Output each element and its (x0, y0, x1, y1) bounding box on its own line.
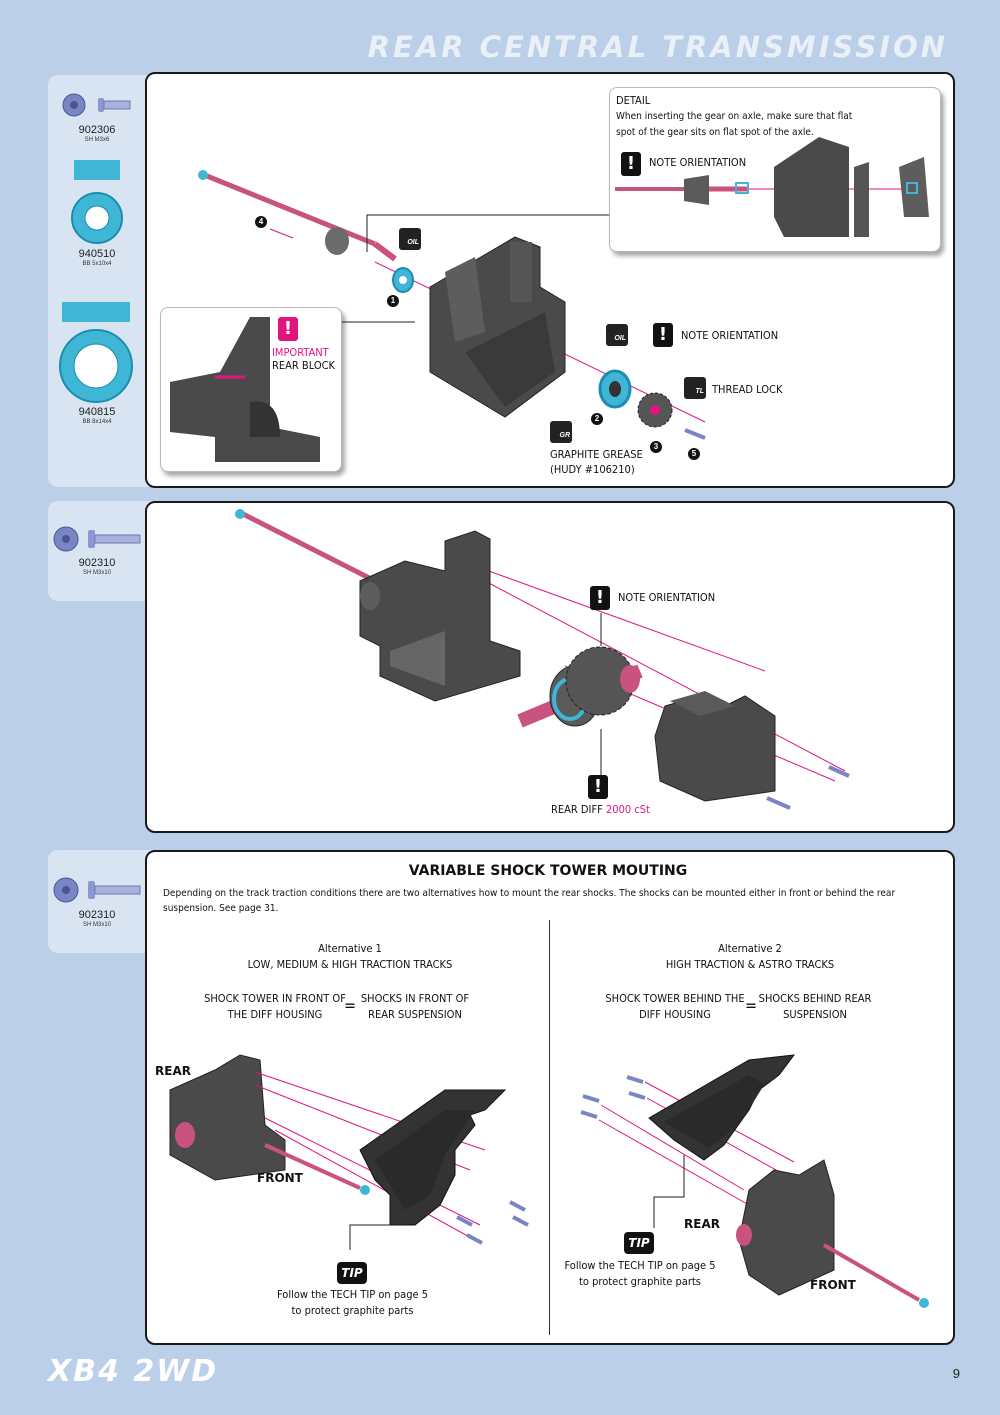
important-label: IMPORTANT (272, 346, 329, 359)
screw-icon (53, 877, 141, 903)
exclamation-icon: ! (590, 586, 610, 610)
step-number: 4 (255, 216, 267, 228)
thread-lock-label: THREAD LOCK (712, 383, 783, 396)
equals-sign: = (744, 996, 758, 1015)
rear-label: REAR (684, 1217, 720, 1231)
page-title: REAR CENTRAL TRANSMISSION (367, 30, 948, 64)
parts-tab-step1 (48, 75, 158, 487)
shock-position: SUSPENSION (783, 1008, 847, 1021)
alternative-tracks: HIGH TRACTION & ASTRO TRACKS (665, 958, 835, 971)
tip-icon: TIP (337, 1262, 367, 1284)
rear-diff-label: REAR DIFF 2000 cSt (551, 803, 650, 816)
exclamation-icon: ! (621, 152, 641, 176)
note-orientation-label: NOTE ORIENTATION (681, 329, 779, 342)
shock-position: SHOCKS BEHIND REAR (758, 992, 872, 1005)
shock-position: REAR SUSPENSION (368, 1008, 462, 1021)
detail-text: spot of the gear sits on flat spot of th… (616, 127, 814, 138)
rear-block-label: REAR BLOCK (272, 359, 336, 372)
tip-text: to protect graphite parts (579, 1275, 701, 1288)
section-description: Depending on the track traction conditio… (163, 888, 896, 914)
bearing-icon (71, 160, 123, 244)
oil-icon: OIL (606, 324, 628, 346)
rear-diff-assembly-illustration (235, 509, 850, 810)
alt1-assembly-illustration (169, 1054, 529, 1250)
rear-block-assembly-illustration (198, 170, 706, 440)
detail-title: DETAIL (616, 94, 651, 107)
note-orientation-label: NOTE ORIENTATION (649, 156, 747, 169)
detail-gear-illustration (615, 137, 929, 237)
exclamation-icon: ! (653, 323, 673, 347)
shock-tower-position: SHOCK TOWER IN FRONT OF (204, 992, 346, 1005)
note-orientation-label: NOTE ORIENTATION (618, 591, 716, 604)
screw-icon (53, 526, 141, 552)
alternative-label: Alternative 1 (318, 942, 382, 955)
step-number: 1 (387, 295, 399, 307)
tip-text: to protect graphite parts (291, 1304, 414, 1317)
alternative-label: Alternative 2 (718, 942, 782, 955)
important-icon: ! (278, 317, 298, 341)
shock-tower-position: THE DIFF HOUSING (227, 1008, 323, 1021)
front-label: FRONT (257, 1171, 303, 1185)
alternative-tracks: LOW, MEDIUM & HIGH TRACTION TRACKS (247, 958, 453, 971)
graphite-grease-label: GRAPHITE GREASE (550, 448, 643, 461)
detail-text: When inserting the gear on axle, make su… (616, 111, 853, 122)
bearing-icon (59, 302, 133, 403)
section-heading: VARIABLE SHOCK TOWER MOUTING (408, 863, 688, 879)
graphite-grease-icon: GR (550, 421, 572, 443)
equals-sign: = (343, 996, 357, 1015)
tip-text: Follow the TECH TIP on page 5 (564, 1259, 716, 1272)
oil-icon: OIL (399, 228, 421, 250)
front-label: FRONT (810, 1278, 856, 1292)
shock-tower-position: DIFF HOUSING (639, 1008, 711, 1021)
footer-logo: XB4 2WD (48, 1354, 219, 1389)
shock-tower-position: SHOCK TOWER BEHIND THE (605, 992, 745, 1005)
thread-lock-icon: TL (684, 377, 706, 399)
alt2-assembly-illustration (580, 1054, 929, 1308)
page-number: 9 (952, 1366, 960, 1381)
exclamation-icon: ! (588, 775, 608, 799)
rear-block-detail-illustration (170, 317, 320, 462)
tip-text: Follow the TECH TIP on page 5 (276, 1288, 429, 1301)
step2-panel (145, 501, 955, 833)
rear-diff-value: 2000 cSt (606, 803, 650, 816)
hudy-code-label: (HUDY #106210) (550, 463, 635, 476)
shock-position: SHOCKS IN FRONT OF (360, 992, 470, 1005)
step-number: 3 (650, 441, 662, 453)
screw-icon (62, 93, 131, 117)
column-divider (549, 920, 550, 1335)
step-number: 2 (591, 413, 603, 425)
tip-icon: TIP (624, 1232, 654, 1254)
step-number: 5 (688, 448, 700, 460)
rear-label: REAR (155, 1064, 191, 1078)
